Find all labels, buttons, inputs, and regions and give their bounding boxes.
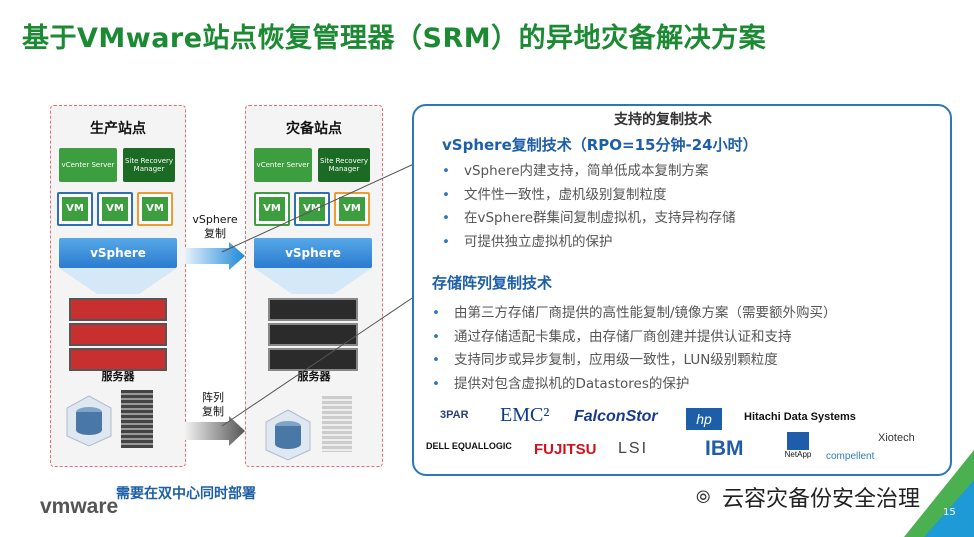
srm-box: Site Recovery Manager bbox=[123, 148, 175, 182]
list-item: 提供对包含虚拟机的Datastores的保护 bbox=[432, 373, 837, 397]
vendor-logo-ibm: IBM bbox=[705, 437, 744, 460]
vm-icon: VM bbox=[57, 192, 93, 226]
deployment-note: 需要在双中心同时部署 bbox=[116, 486, 256, 502]
dr-site-panel: 灾备站点 vCenter Server Site Recovery Manage… bbox=[245, 105, 383, 467]
vendor-logo-netapp: NetApp bbox=[780, 432, 816, 459]
vendor-logo-compellent: compellent bbox=[826, 451, 875, 462]
vm-icon: VM bbox=[137, 192, 173, 226]
vendor-logo-falconstor: FalconStor bbox=[574, 408, 658, 425]
array-replication-title: 存储阵列复制技术 bbox=[432, 274, 553, 292]
vsphere-bar: vSphere bbox=[59, 238, 177, 268]
production-site-panel: 生产站点 vCenter Server Site Recovery Manage… bbox=[50, 105, 186, 467]
vsphere-replication-title: vSphere复制技术（RPO=15分钟-24小时） bbox=[442, 136, 758, 154]
vendor-logo-dell-equallogic: DELL EQUALLOGIC bbox=[426, 441, 512, 451]
vsphere-replication-label: vSphere 复制 bbox=[192, 213, 238, 240]
array-replication-bullets: 由第三方存储厂商提供的高性能复制/镜像方案（需要额外购买） 通过存储适配卡集成，… bbox=[432, 302, 837, 396]
vcenter-server-box: vCenter Server bbox=[254, 148, 312, 182]
list-item: 可提供独立虚拟机的保护 bbox=[442, 231, 736, 255]
vm-icon: VM bbox=[294, 192, 330, 226]
production-servers-label: 服务器 bbox=[101, 370, 135, 383]
panel-heading: 支持的复制技术 bbox=[614, 112, 712, 128]
array-replication-label: 阵列 复制 bbox=[202, 391, 224, 418]
vsphere-replication-bullets: vSphere内建支持，简单低成本复制方案 文件性一致性，虚机级别复制粒度 在v… bbox=[442, 160, 736, 254]
storage-rack-icon bbox=[121, 390, 153, 448]
page-number: 15 bbox=[943, 507, 956, 518]
srm-box: Site Recovery Manager bbox=[318, 148, 370, 182]
storage-rack-icon bbox=[322, 396, 352, 452]
vm-icon: VM bbox=[254, 192, 290, 226]
vsphere-bar: vSphere bbox=[254, 238, 372, 268]
array-replication-arrow bbox=[185, 416, 245, 446]
vendor-logo-lsi: LSI bbox=[618, 440, 649, 457]
vendor-logo-emc: EMC² bbox=[500, 404, 550, 426]
vsphere-funnel bbox=[59, 268, 177, 294]
list-item: 支持同步或异步复制，应用级一致性，LUN级别颗粒度 bbox=[432, 349, 837, 373]
production-site-title: 生产站点 bbox=[90, 121, 146, 137]
dr-servers-icon bbox=[268, 298, 358, 371]
list-item: 文件性一致性，虚机级别复制粒度 bbox=[442, 184, 736, 208]
storage-db-icon bbox=[265, 409, 311, 461]
vmware-logo: vmware bbox=[40, 495, 119, 518]
production-servers-icon bbox=[69, 298, 167, 371]
vendor-logo-fujitsu: FUJITSU bbox=[534, 441, 597, 458]
dr-servers-label: 服务器 bbox=[297, 370, 331, 383]
vendor-logo-hitachi: Hitachi Data Systems bbox=[744, 411, 856, 423]
vcenter-server-box: vCenter Server bbox=[59, 148, 117, 182]
list-item: 由第三方存储厂商提供的高性能复制/镜像方案（需要额外购买） bbox=[432, 302, 837, 326]
list-item: 通过存储适配卡集成，由存储厂商创建并提供认证和支持 bbox=[432, 326, 837, 350]
watermark-text: 云容灾备份安全治理 bbox=[722, 487, 921, 512]
vendor-logo-xiotech: Xiotech bbox=[878, 432, 915, 444]
corner-decoration bbox=[904, 450, 974, 537]
vendor-logo-3par: 3PAR bbox=[440, 409, 469, 421]
vendor-logo-hp: hp bbox=[686, 408, 722, 430]
list-item: vSphere内建支持，简单低成本复制方案 bbox=[442, 160, 736, 184]
storage-db-icon bbox=[66, 395, 112, 447]
wechat-icon: ⦾ bbox=[696, 487, 711, 508]
list-item: 在vSphere群集间复制虚拟机，支持异构存储 bbox=[442, 207, 736, 231]
vsphere-replication-arrow bbox=[185, 242, 245, 270]
vm-icon: VM bbox=[97, 192, 133, 226]
vsphere-funnel bbox=[254, 268, 372, 294]
dr-site-title: 灾备站点 bbox=[286, 121, 342, 137]
page-title: 基于VMware站点恢复管理器（SRM）的异地灾备解决方案 bbox=[22, 23, 767, 54]
